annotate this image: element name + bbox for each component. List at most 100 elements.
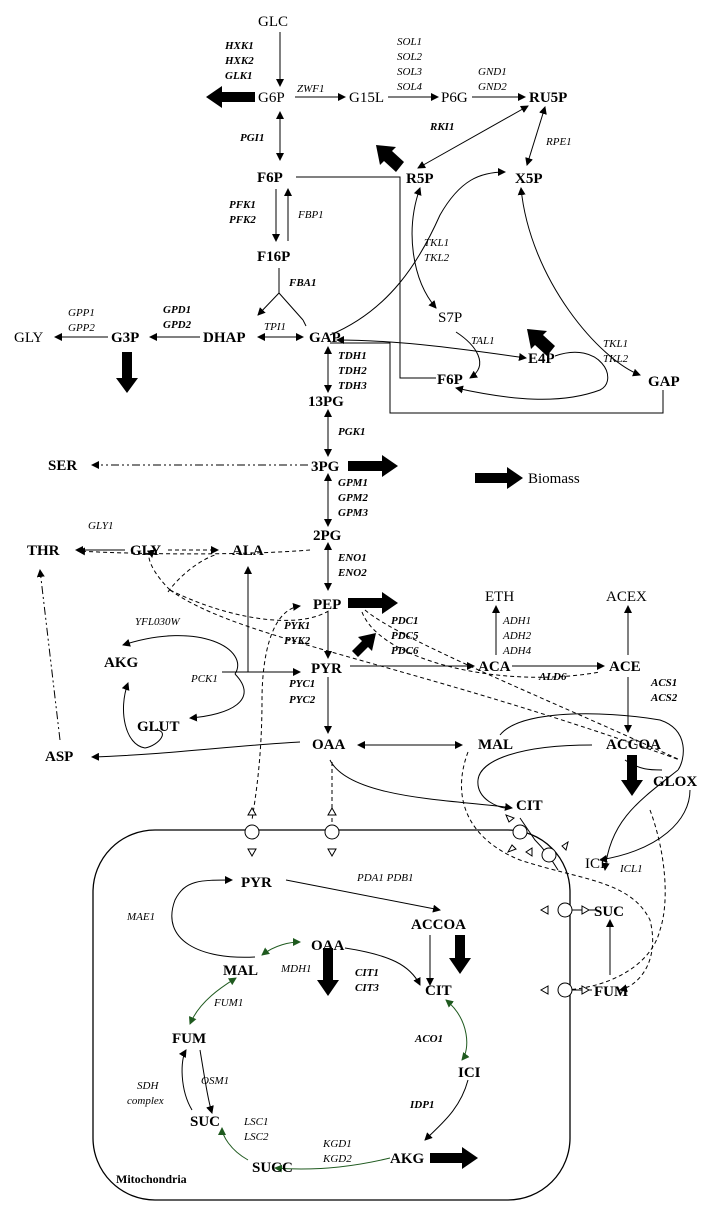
- enz-sol1: SOL1: [397, 36, 422, 48]
- met-cit: CIT: [516, 798, 543, 814]
- flux-arrow-g6p: [206, 86, 255, 108]
- mitochondria-label: Mitochondria: [116, 1172, 187, 1186]
- enz-cit3: CIT3: [355, 982, 379, 994]
- met-aca: ACA: [478, 659, 511, 675]
- enz-acs2: ACS2: [650, 692, 678, 704]
- met-pep: PEP: [313, 597, 341, 613]
- met-glc: GLC: [258, 14, 288, 30]
- enz-yfl030w: YFL030W: [135, 616, 180, 628]
- enz-sol3: SOL3: [397, 66, 423, 78]
- flux-arrow-3pg: [348, 455, 398, 477]
- enz-rpe1: RPE1: [545, 136, 572, 148]
- met-mito-accoa: ACCOA: [411, 917, 466, 933]
- flux-arrow-g3p: [116, 352, 138, 393]
- enz-pdc6: PDC6: [391, 645, 419, 657]
- met-s7p: S7P: [438, 310, 462, 326]
- met-mito-fum: FUM: [172, 1031, 206, 1047]
- enz-idp1: IDP1: [409, 1099, 434, 1111]
- enz-hxk2: HXK2: [224, 55, 254, 67]
- met-suc: SUC: [594, 904, 624, 920]
- met-f6p-2: F6P: [437, 372, 463, 388]
- transporter-suc: [557, 902, 573, 918]
- met-fum: FUM: [594, 984, 628, 1000]
- enz-adh4: ADH4: [502, 645, 532, 657]
- enz-kgd1: KGD1: [322, 1138, 352, 1150]
- met-ici: ICI: [585, 856, 605, 872]
- enz-gpm2: GPM2: [338, 492, 368, 504]
- flux-arrow-pyr: [352, 633, 376, 657]
- met-p6g: P6G: [441, 90, 468, 106]
- met-eth: ETH: [485, 589, 514, 605]
- enz-fum1: FUM1: [213, 997, 243, 1009]
- enz-pyk1: PYK1: [284, 620, 310, 632]
- flux-arrow-r5p: [376, 145, 404, 172]
- transporter-fum: [557, 982, 573, 998]
- met-2pg: 2PG: [313, 528, 342, 544]
- transporter-cit: [512, 824, 528, 840]
- met-gly-2: GLY: [130, 543, 161, 559]
- met-mito-cit: CIT: [425, 983, 452, 999]
- met-pyr: PYR: [311, 661, 342, 677]
- enz-sdh-complex: complex: [127, 1095, 164, 1107]
- flux-arrows: [116, 86, 643, 1169]
- enz-gnd1: GND1: [478, 66, 507, 78]
- enz-glk1: GLK1: [225, 70, 253, 82]
- flux-arrow-mito-accoa: [449, 935, 471, 974]
- met-3pg: 3PG: [311, 459, 340, 475]
- enz-mae1: MAE1: [126, 911, 155, 923]
- met-mal: MAL: [478, 737, 513, 753]
- transporter-pyr: [244, 824, 260, 840]
- met-mito-ici: ICI: [458, 1065, 481, 1081]
- met-ser: SER: [48, 458, 77, 474]
- enz-gpd1: GPD1: [163, 304, 191, 316]
- enz-icl1: ICL1: [619, 863, 643, 875]
- enz-tdh2: TDH2: [338, 365, 367, 377]
- enz-fba1: FBA1: [288, 277, 317, 289]
- met-mito-pyr: PYR: [241, 875, 272, 891]
- flux-arrow-pep: [348, 592, 398, 614]
- enz-pfk1: PFK1: [229, 199, 256, 211]
- enz-zwf1: ZWF1: [297, 83, 325, 95]
- enz-pyc2: PYC2: [289, 694, 316, 706]
- enz-lsc2: LSC2: [243, 1131, 269, 1143]
- met-akg: AKG: [104, 655, 139, 671]
- reaction-edges: [36, 32, 691, 1173]
- enz-lsc1: LSC1: [243, 1116, 268, 1128]
- met-13pg: 13PG: [308, 394, 344, 410]
- enz-acs1: ACS1: [650, 677, 677, 689]
- transporter-oaa: [324, 824, 340, 840]
- metabolite-labels: GLC G6P G15L P6G RU5P R5P X5P F6P F16P S…: [14, 14, 697, 1186]
- met-ala: ALA: [232, 543, 264, 559]
- enz-kgd2: KGD2: [322, 1153, 352, 1165]
- enz-hxk1: HXK1: [224, 40, 254, 52]
- met-biomass: Biomass: [528, 471, 580, 487]
- enz-gpm1: GPM1: [338, 477, 368, 489]
- met-gap-2: GAP: [648, 374, 680, 390]
- enz-pck1: PCK1: [190, 673, 218, 685]
- enz-sdh: SDH: [137, 1080, 159, 1092]
- met-gap: GAP: [309, 330, 341, 346]
- met-f16p: F16P: [257, 249, 290, 265]
- enz-adh2: ADH2: [502, 630, 532, 642]
- flux-arrow-biomass: [475, 467, 523, 489]
- met-accoa: ACCOA: [606, 737, 661, 753]
- enz-gpd2: GPD2: [163, 319, 192, 331]
- enz-gnd2: GND2: [478, 81, 507, 93]
- enz-pgk1: PGK1: [338, 426, 366, 438]
- enz-tal1: TAL1: [471, 335, 495, 347]
- enzyme-labels: HXK1 HXK2 GLK1 ZWF1 SOL1 SOL2 SOL3 SOL4 …: [68, 36, 678, 1165]
- enz-tdh1: TDH1: [338, 350, 367, 362]
- enz-eno1: ENO1: [337, 552, 367, 564]
- enz-tpi1: TPI1: [264, 321, 286, 333]
- transporter-ici: [541, 847, 557, 863]
- met-mito-oaa: OAA: [311, 938, 345, 954]
- met-mito-akg: AKG: [390, 1151, 425, 1167]
- met-ace: ACE: [609, 659, 641, 675]
- enz-tkl1-b: TKL1: [603, 338, 628, 350]
- enz-pyc1: PYC1: [289, 678, 315, 690]
- met-mito-succ: SUCC: [252, 1160, 293, 1176]
- enz-aco1: ACO1: [414, 1033, 443, 1045]
- met-acex: ACEX: [606, 589, 647, 605]
- met-ru5p: RU5P: [529, 90, 567, 106]
